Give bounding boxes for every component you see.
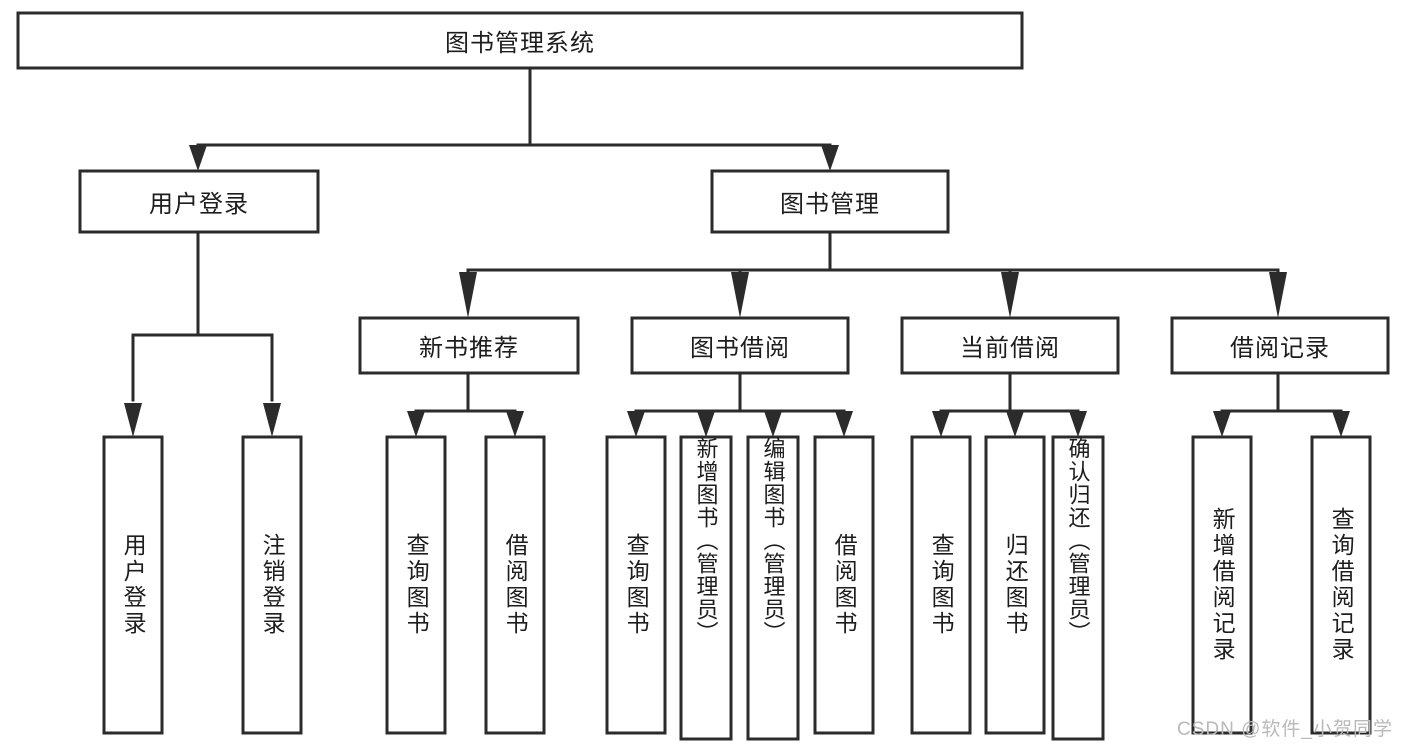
node-box-leaf-borrow-book-2[interactable] — [813, 435, 875, 735]
node-box-new-book-recommend[interactable] — [358, 316, 580, 375]
node-box-leaf-borrow-book-1[interactable] — [484, 435, 546, 735]
connector-group-book-borrow — [627, 371, 853, 437]
arrow-head-leaf-borrow-book-2 — [835, 411, 853, 437]
arrow-head-leaf-confirm-return — [1069, 411, 1087, 437]
node-box-leaf-add-book[interactable] — [679, 435, 733, 741]
arrow-head-leaf-user-logout — [263, 403, 281, 437]
node-box-current-borrow[interactable] — [900, 316, 1120, 375]
node-box-leaf-edit-book[interactable] — [746, 435, 800, 741]
arrow-head-book-borrow — [731, 272, 749, 318]
node-box-leaf-confirm-return[interactable] — [1051, 435, 1105, 741]
arrow-head-book-manage — [821, 145, 839, 171]
arrow-head-leaf-query-book-1 — [407, 411, 425, 437]
node-box-root[interactable] — [16, 11, 1024, 70]
arrow-head-leaf-add-record — [1213, 411, 1231, 437]
connector-group-current-borrow — [932, 371, 1087, 437]
arrow-head-leaf-add-book — [697, 411, 715, 437]
node-box-leaf-query-book-2[interactable] — [605, 435, 667, 735]
arrow-head-borrow-record — [1269, 272, 1287, 318]
node-box-book-borrow[interactable] — [630, 316, 850, 375]
connector-group-book-manage — [459, 230, 1287, 318]
connector-group-user-login — [124, 230, 281, 437]
arrow-head-user-login — [189, 145, 207, 171]
arrow-head-leaf-query-record — [1332, 411, 1350, 437]
arrow-head-leaf-query-book-2 — [627, 411, 645, 437]
arrow-head-leaf-query-book-3 — [932, 411, 950, 437]
arrow-head-leaf-user-login — [124, 403, 142, 437]
node-box-leaf-query-book-1[interactable] — [385, 435, 447, 735]
node-box-leaf-query-record[interactable] — [1310, 435, 1372, 735]
node-box-user-login[interactable] — [78, 169, 320, 234]
connector-group-root — [189, 66, 839, 171]
connector-group-borrow-record — [1213, 371, 1350, 437]
arrow-head-current-borrow — [1001, 272, 1019, 318]
arrow-head-leaf-return-book — [1006, 411, 1024, 437]
arrow-head-leaf-edit-book — [764, 411, 782, 437]
node-box-leaf-return-book[interactable] — [984, 435, 1046, 735]
arrow-head-leaf-borrow-book-1 — [506, 411, 524, 437]
connector-group-new-book-recommend — [407, 371, 524, 437]
node-box-leaf-user-login[interactable] — [102, 435, 164, 735]
node-box-borrow-record[interactable] — [1170, 316, 1390, 375]
node-box-leaf-user-logout[interactable] — [241, 435, 303, 735]
node-box-leaf-add-record[interactable] — [1191, 435, 1253, 735]
node-box-book-manage[interactable] — [710, 169, 950, 234]
node-box-leaf-query-book-3[interactable] — [910, 435, 972, 735]
arrow-head-new-book-recommend — [459, 272, 477, 318]
